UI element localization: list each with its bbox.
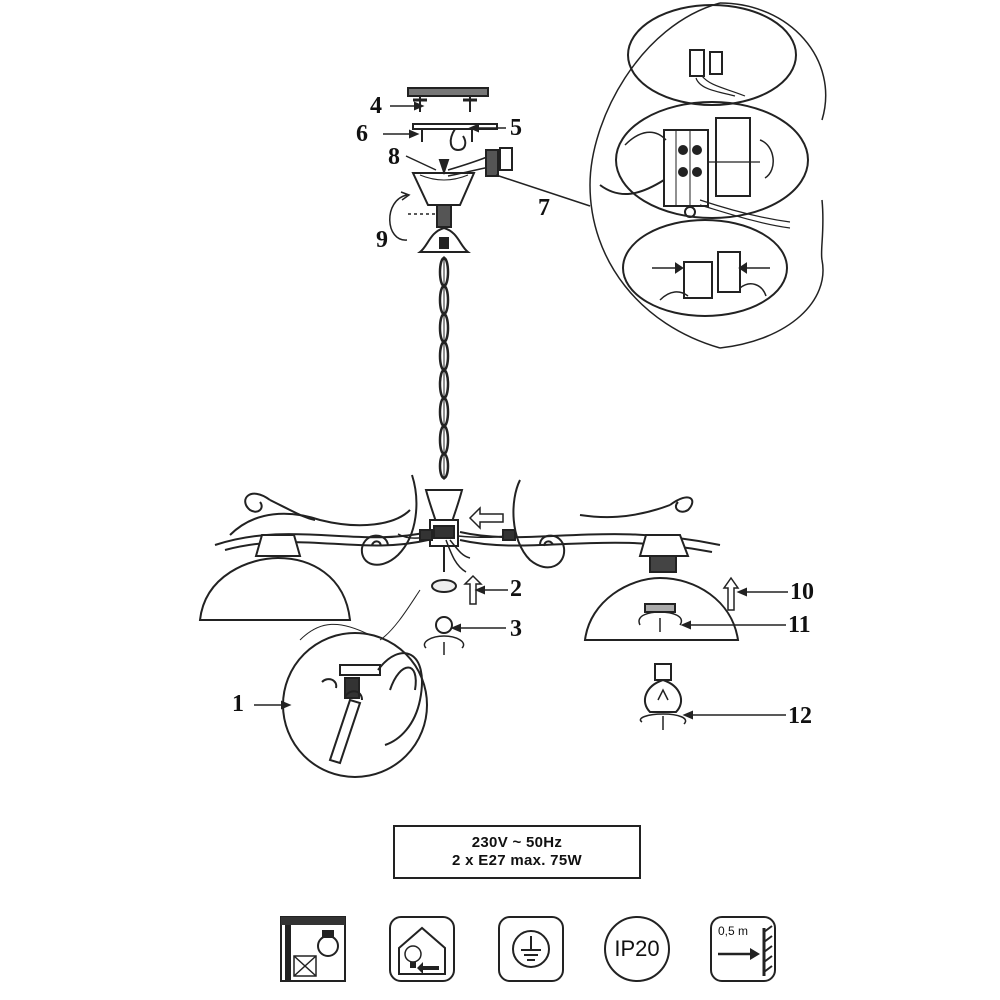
ip20-icon: IP20 <box>604 916 670 982</box>
callout-11: 11 <box>788 612 811 638</box>
callout-7: 7 <box>538 195 550 221</box>
callout-4: 4 <box>370 93 382 119</box>
detail-circle-arm <box>282 632 428 778</box>
bulb-drawing <box>639 663 687 730</box>
callout-5: 5 <box>510 115 522 141</box>
not-for-insulated-ceiling-icon <box>280 916 346 982</box>
ip-rating-label: IP20 <box>614 936 660 961</box>
callout-8: 8 <box>388 144 400 170</box>
left-arm <box>214 474 429 566</box>
callout-10: 10 <box>790 579 814 605</box>
distance-label: 0,5 m <box>718 924 749 938</box>
callout-2: 2 <box>510 576 522 602</box>
callout-12: 12 <box>788 703 812 729</box>
left-shade <box>198 534 352 621</box>
callout-1: 1 <box>232 691 244 717</box>
min-distance-icon: 0,5 m <box>710 916 776 982</box>
ceiling-plate <box>407 87 498 152</box>
energy-label-icon <box>389 916 455 982</box>
callout-3: 3 <box>510 616 522 642</box>
electrical-spec-box: 230V ~ 50Hz 2 x E27 max. 75W <box>393 825 641 879</box>
spec-bulbs: 2 x E27 max. 75W <box>452 852 582 869</box>
wiring-detail <box>589 2 827 349</box>
spec-voltage: 230V ~ 50Hz <box>471 834 563 851</box>
callout-6: 6 <box>356 121 368 147</box>
earth-ground-icon <box>498 916 564 982</box>
canopy <box>411 159 476 228</box>
callout-9: 9 <box>376 227 388 253</box>
